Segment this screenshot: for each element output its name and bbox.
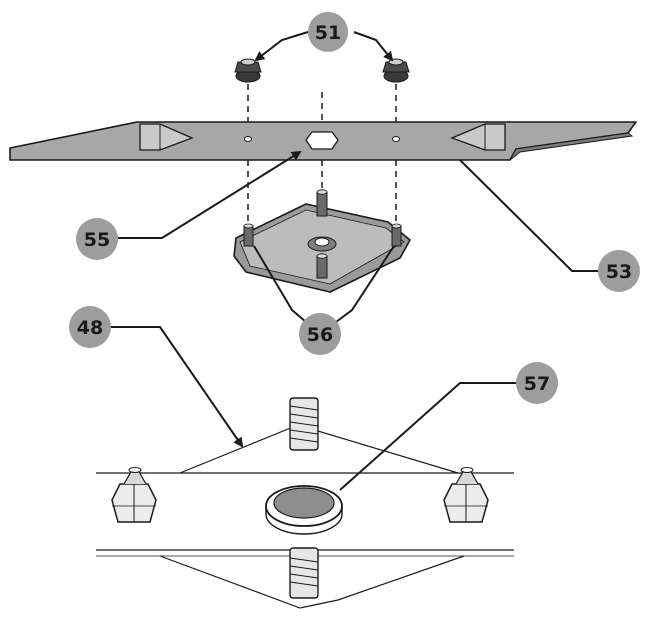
svg-text:55: 55 — [84, 229, 110, 251]
lock-nut-right — [443, 467, 489, 523]
callout-53: 53 — [598, 250, 640, 292]
nut-right — [382, 58, 410, 83]
blade-holder — [233, 189, 411, 293]
leader-lines — [110, 31, 598, 491]
svg-text:57: 57 — [524, 373, 550, 395]
lock-nut-left — [111, 467, 157, 523]
mount-outline — [96, 424, 514, 609]
alignment-lines — [247, 84, 397, 232]
callout-56: 56 — [299, 313, 341, 355]
svg-text:53: 53 — [606, 261, 632, 283]
threaded-stud-top — [289, 397, 319, 451]
svg-text:56: 56 — [307, 324, 333, 346]
svg-text:51: 51 — [315, 22, 341, 44]
blade — [9, 121, 637, 161]
callout-57: 57 — [516, 362, 558, 404]
threaded-stud-bottom — [289, 547, 319, 599]
nut-left — [234, 58, 262, 83]
washer — [265, 485, 343, 535]
callout-51: 51 — [308, 12, 348, 52]
svg-text:48: 48 — [77, 317, 103, 339]
callout-48: 48 — [69, 306, 111, 348]
callout-55: 55 — [76, 218, 118, 260]
